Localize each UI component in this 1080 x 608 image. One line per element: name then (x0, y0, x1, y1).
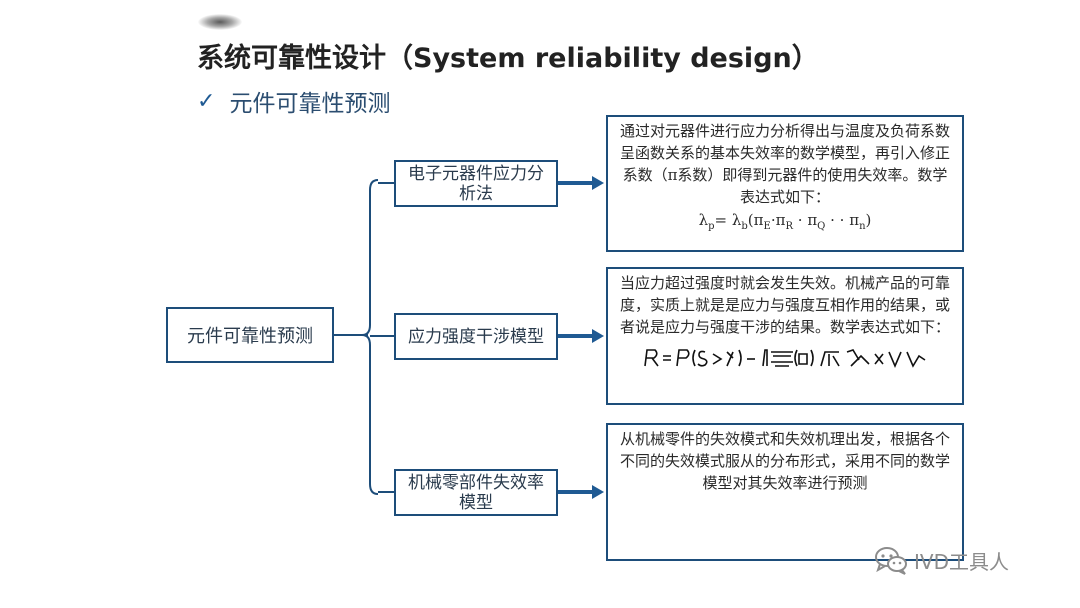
check-icon: ✓ (197, 88, 216, 114)
method-box-mechanical: 机械零部件失效率模型 (394, 469, 558, 516)
description-text: 通过对元器件进行应力分析得出与温度及负荷系数呈函数关系的基本失效率的数学模型，再… (619, 122, 950, 206)
interference-formula-image (644, 349, 926, 369)
watermark: IVD工具人 (874, 542, 1009, 578)
description-box-interference: 当应力超过强度时就会发生失效。机械产品的可靠度，实质上就是是应力与强度互相作用的… (606, 267, 964, 405)
failure-rate-formula: λp= λb(πE·πR · πQ · · πn) (698, 211, 872, 232)
method-box-electronic: 电子元器件应力分析法 (394, 160, 558, 207)
slide-subtitle: ✓ 元件可靠性预测 (197, 84, 390, 118)
arrow-1 (558, 176, 604, 190)
slide-title: 系统可靠性设计（System reliability design） (197, 43, 819, 74)
description-box-electronic: 通过对元器件进行应力分析得出与温度及负荷系数呈函数关系的基本失效率的数学模型，再… (606, 115, 964, 252)
watermark-text: IVD工具人 (914, 549, 1009, 574)
method-label: 机械零部件失效率模型 (408, 472, 544, 513)
curly-brace (361, 179, 379, 495)
description-text: 当应力超过强度时就会发生失效。机械产品的可靠度，实质上就是是应力与强度互相作用的… (619, 274, 950, 336)
arrow-3 (558, 485, 604, 499)
root-box: 元件可靠性预测 (166, 307, 334, 363)
header-smudge (198, 14, 242, 30)
root-label: 元件可靠性预测 (187, 326, 313, 347)
wechat-icon (875, 547, 907, 575)
description-box-mechanical: 从机械零件的失效模式和失效机理出发，根据各个不同的失效模式服从的分布形式，采用不… (606, 423, 964, 561)
method-box-interference: 应力强度干涉模型 (394, 313, 558, 360)
arrow-2 (558, 329, 604, 343)
method-label: 电子元器件应力分析法 (408, 163, 544, 204)
description-text: 从机械零件的失效模式和失效机理出发，根据各个不同的失效模式服从的分布形式，采用不… (619, 430, 950, 492)
method-label: 应力强度干涉模型 (408, 326, 544, 347)
subtitle-text: 元件可靠性预测 (229, 91, 391, 117)
